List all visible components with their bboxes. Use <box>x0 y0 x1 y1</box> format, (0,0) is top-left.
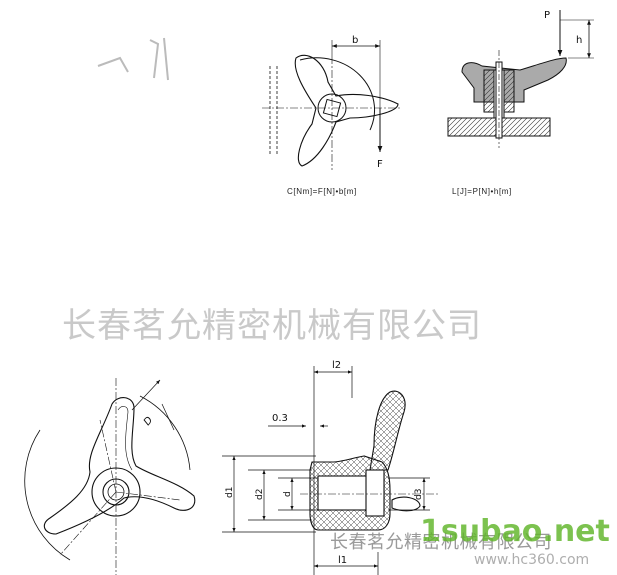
scan-artifacts <box>97 37 169 81</box>
section-d1-label: d1 <box>225 487 235 498</box>
dimension-line-D <box>131 379 161 411</box>
section-l1-label: l1 <box>338 555 347 566</box>
section-view <box>309 390 421 531</box>
front-diameter-D-label: D <box>142 415 156 428</box>
section-counterbore <box>365 469 385 517</box>
front-center-lines <box>59 378 181 575</box>
section-d3-label: d3 <box>414 489 424 500</box>
site-watermark: www.hc360.com <box>474 552 590 568</box>
section-offset-label: 0.3 <box>272 413 288 424</box>
torque-formula: C[Nm]=F[N]•b[m] <box>287 187 357 196</box>
torque-sweep-circle <box>299 57 376 131</box>
torque-knob-outline <box>294 54 399 167</box>
torque-square-bore <box>322 98 342 118</box>
work-formula: L[J]=P[N]•h[m] <box>452 187 512 196</box>
work-dimension-h-label: h <box>576 35 582 46</box>
section-d2-label: d2 <box>255 489 265 500</box>
section-arm <box>369 390 406 471</box>
section-l2-label: l2 <box>332 360 341 371</box>
work-diagram <box>447 10 594 148</box>
work-force-p-label: P <box>544 10 550 21</box>
torque-center-lines <box>262 56 400 170</box>
front-sweep-circle <box>24 429 71 561</box>
front-view <box>24 378 196 575</box>
torque-edge-lines <box>269 66 278 156</box>
brand-watermark: 1subao.net <box>420 514 610 549</box>
torque-force-f-label: F <box>377 159 383 170</box>
section-d-label: d <box>283 491 293 497</box>
torque-dimension-b-label: b <box>352 35 358 46</box>
front-knob-outline <box>43 397 196 535</box>
section-dimensions <box>222 366 440 575</box>
company-name-watermark: 长春茗允精密机械有限公司 <box>62 306 482 346</box>
torque-diagram <box>262 40 400 170</box>
company-name-overlay: 长春茗允精密机械有限公司 <box>330 532 552 553</box>
